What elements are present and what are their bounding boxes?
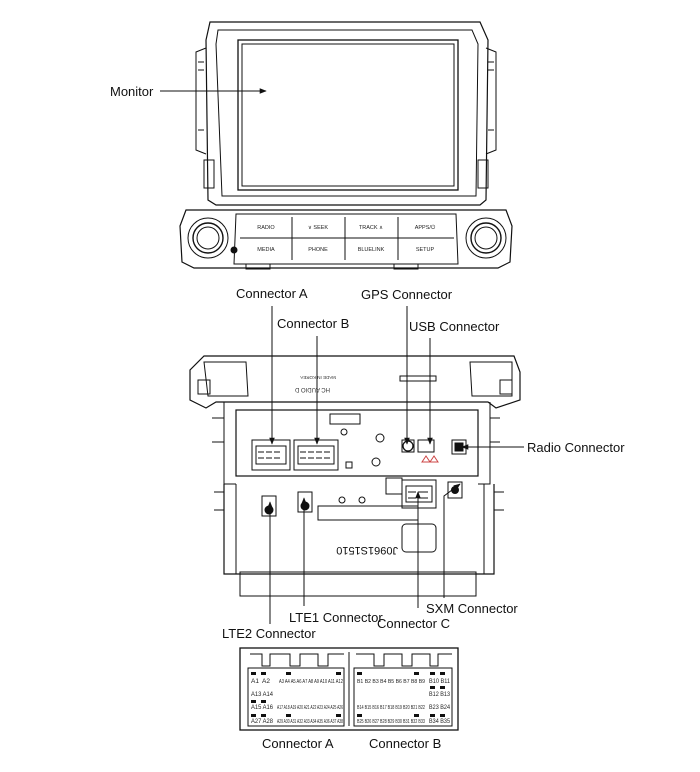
gps-connector-label: GPS Connector: [361, 287, 453, 302]
pin-b1-b9: B1 B2 B3 B4 B5 B6 B7 B8 B9: [357, 679, 425, 685]
pin-a1: A1: [251, 678, 259, 685]
sticker-text: MADE IN KOREA: [300, 375, 336, 380]
pin-a2: A2: [262, 678, 270, 685]
sxm-leader: [443, 483, 461, 598]
connector-c-label: Connector C: [377, 616, 450, 631]
monitor-label: Monitor: [110, 84, 154, 99]
track-button-text: TRACK ∧: [359, 225, 383, 231]
pin-a13-a14: A13 A14: [251, 691, 273, 698]
pin-b12-b13: B12 B13: [429, 691, 450, 698]
front-button-labels: RADIO ∨ SEEK TRACK ∧ APPS/⏻ MEDIA PHONE …: [257, 224, 436, 253]
pinout-drawing: [239, 647, 459, 731]
sxm-connector-label: SXM Connector: [426, 601, 518, 616]
pin-b10-b11: B10 B11: [429, 678, 450, 685]
monitor-screen: [237, 39, 459, 191]
pin-b23-b24: B23 B24: [429, 704, 450, 711]
pin-labels: A1 A2 A3 A4 A5 A6 A7 A8 A9 A10 A11 A12 A…: [251, 678, 450, 725]
media-button-text: MEDIA: [257, 247, 275, 253]
pinout-connector-a-label: Connector A: [262, 736, 334, 751]
rear-unit-text: HC AUDIO D MADE IN KOREA J0961S1510: [294, 375, 398, 556]
connector-b-housing: [293, 439, 339, 471]
radio-button-text: RADIO: [257, 225, 275, 231]
pin-b14-b22: B14 B15 B16 B17 B18 B19 B20 B21 B22: [357, 705, 425, 711]
sxm-port: [447, 481, 463, 499]
radio-connector-label: Radio Connector: [527, 440, 625, 455]
pin-a17-a26: A17 A18 A19 A20 A21 A22 A23 A24 A25 A26: [277, 705, 343, 711]
head-unit-rear: [189, 355, 521, 597]
bluelink-button-text: BLUELINK: [358, 247, 385, 253]
model-text: HC AUDIO D: [294, 386, 330, 392]
pin-a29-a38: A29 A30 A31 A32 A33 A34 A35 A36 A37 A38: [277, 719, 343, 725]
pin-markers: [251, 672, 445, 717]
pin-b25-b33: B25 B26 B27 B28 B29 B30 B31 B32 B33: [357, 719, 425, 725]
pin-a3-a12: A3 A4 A5 A6 A7 A8 A9 A10 A11 A12: [279, 679, 343, 685]
connector-a-label: Connector A: [236, 286, 308, 301]
connector-b-label: Connector B: [277, 316, 350, 331]
head-unit-front: [179, 21, 513, 270]
usb-connector-label: USB Connector: [409, 319, 500, 334]
part-number-text: J0961S1510: [336, 544, 398, 556]
lte1-connector-label: LTE1 Connector: [289, 610, 383, 625]
connector-a-housing: [251, 439, 291, 471]
connector-c-housing: [401, 479, 437, 509]
setup-button-text: SETUP: [416, 247, 435, 253]
seek-button-text: ∨ SEEK: [308, 225, 329, 231]
lte2-connector-label: LTE2 Connector: [222, 626, 316, 641]
pin-a15-a16: A15 A16: [251, 704, 273, 711]
pinout-frame: [239, 647, 459, 731]
leader-lines: [267, 306, 524, 624]
apps-button-text: APPS/⏻: [415, 224, 436, 231]
pin-b34-b35: B34 B35: [429, 718, 450, 725]
pinout-connector-b-label: Connector B: [369, 736, 442, 751]
lte1-port: [297, 491, 313, 513]
phone-button-text: PHONE: [308, 247, 328, 253]
gps-port: [402, 440, 414, 452]
usb-port: [417, 439, 435, 453]
pin-a27-a28: A27 A28: [251, 718, 273, 725]
lte2-port: [261, 495, 277, 517]
